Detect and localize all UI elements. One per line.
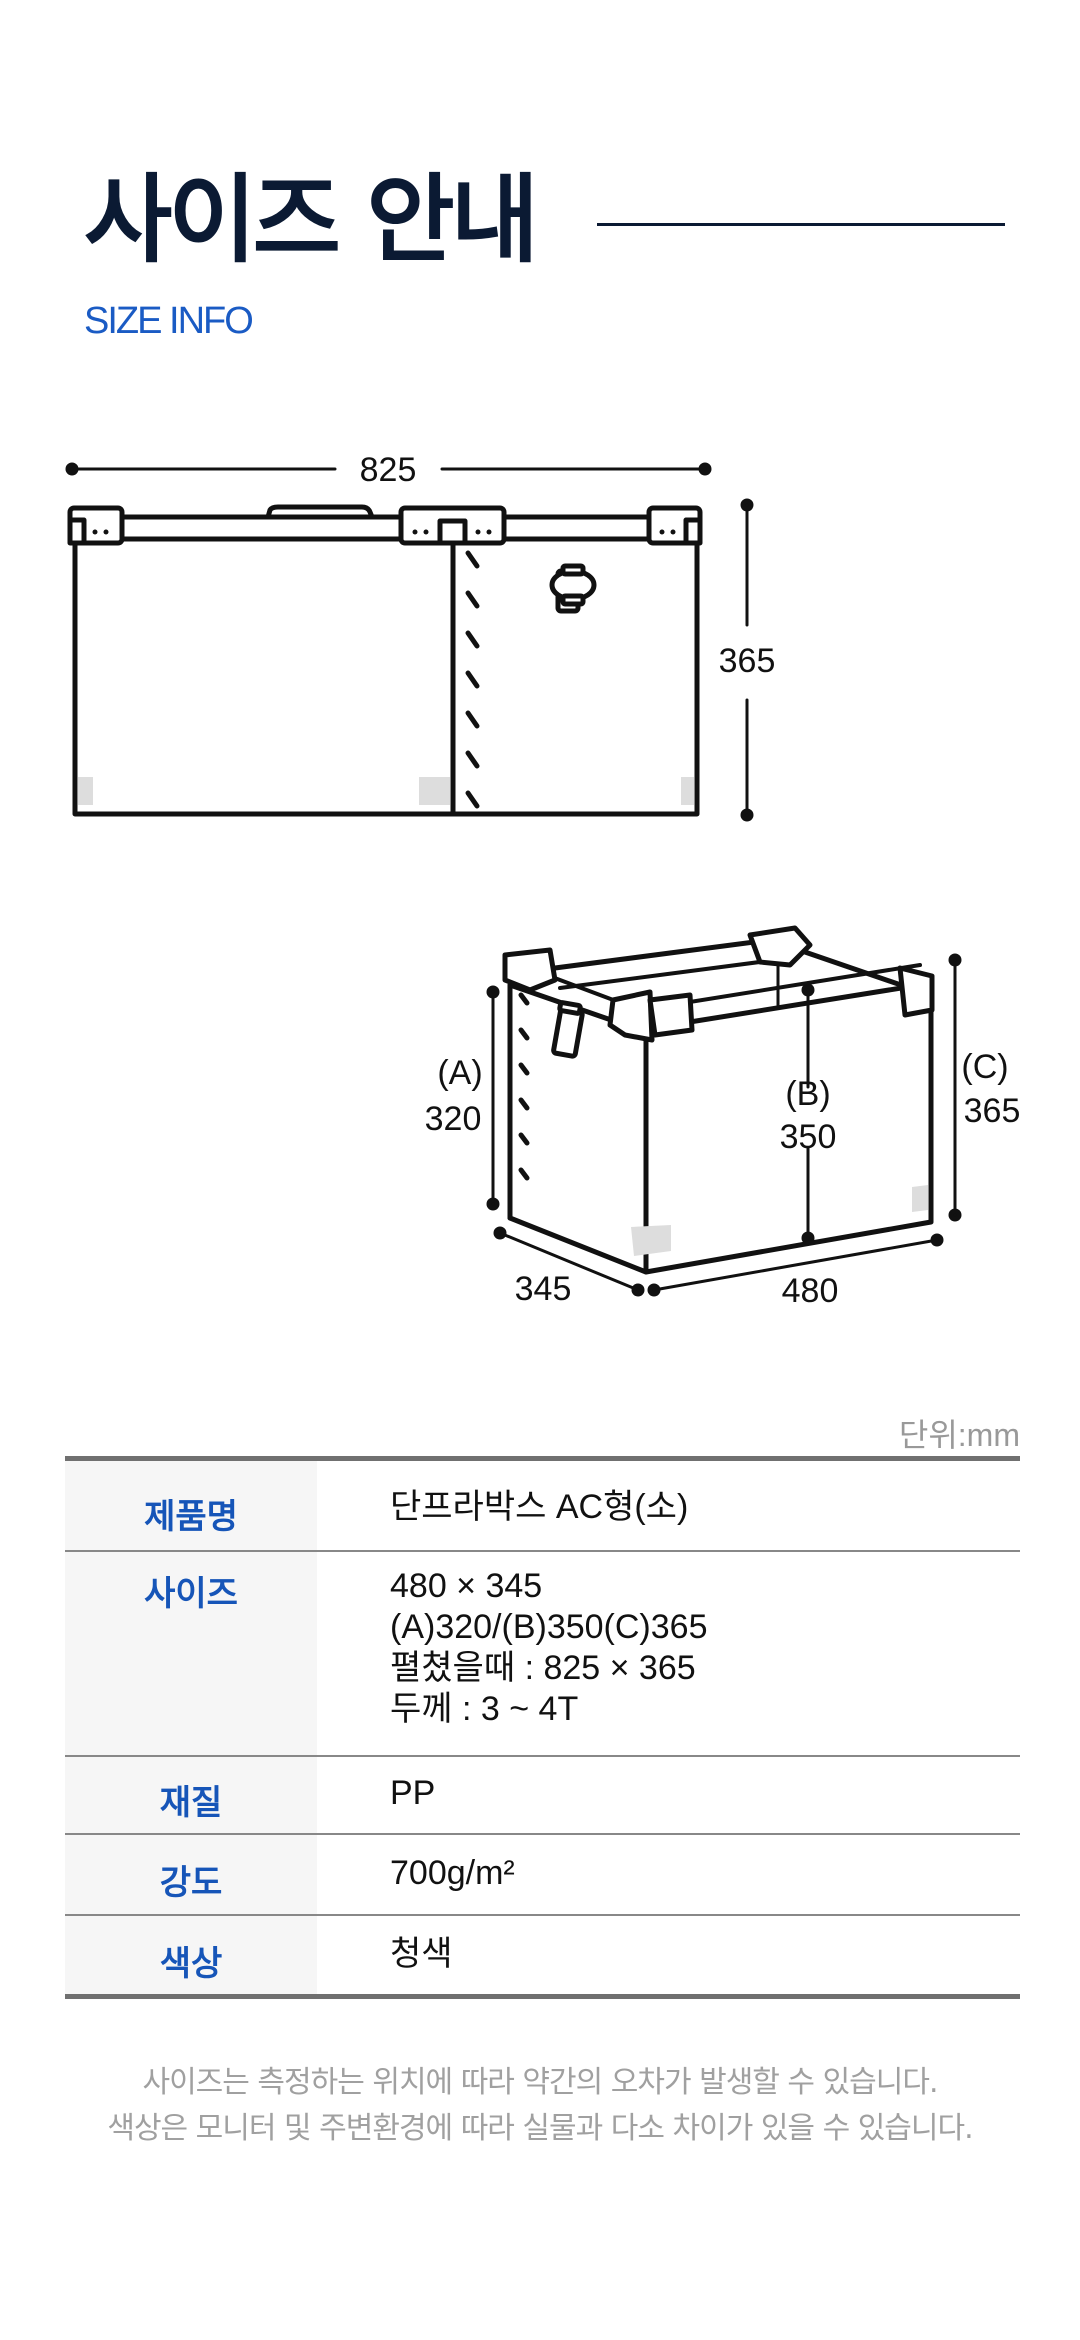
row-label: 제품명 [65,1458,317,1552]
page-title: 사이즈 안내 [84,164,539,276]
size-line-unfolded: 펼쳤을때 : 825 × 365 [390,1648,696,1687]
title-divider [597,223,1005,226]
flat-box-diagram: 825 365 [65,451,776,822]
b-dim-value: 350 [780,1118,837,1156]
row-value: 청색 [390,1934,453,1973]
size-line-thickness: 두께 : 3 ~ 4T [390,1689,579,1728]
row-label: 강도 [65,1833,317,1916]
size-line-dims: 480 × 345 [390,1566,543,1605]
box-3d-diagram: (A) 320 (B) 350 (C) 365 345 480 [425,925,1021,1310]
a-dim-label: (A) [437,1054,482,1092]
table-row: 사이즈 480 × 345 (A)320/(B)350(C)365 펼쳤을때 :… [65,1550,1020,1757]
flat-height-label: 365 [719,642,776,680]
c-dim-label: (C) [961,1048,1008,1086]
row-value: PP [317,1755,1020,1835]
flat-width-label: 825 [360,451,417,489]
table-row: 색상 청색 [65,1914,1020,1997]
unit-label: 단위:mm [898,1417,1020,1453]
table-row: 제품명 단프라박스 AC형(소) [65,1458,1020,1552]
c-dim-value: 365 [964,1092,1021,1130]
row-label: 재질 [65,1755,317,1835]
table-row: 재질 PP [65,1755,1020,1835]
depth-dim-value: 345 [515,1270,572,1308]
table-row: 강도 700g/m² [65,1833,1020,1916]
b-dim-label: (B) [785,1075,830,1113]
page-subtitle: SIZE INFO [84,300,254,342]
note-color-difference: 색상은 모니터 및 주변환경에 따라 실물과 다소 차이가 있을 수 있습니다. [107,2111,973,2146]
row-label: 색상 [65,1914,317,1997]
row-value: 700g/m² [317,1833,1020,1916]
disclaimer-notes: 사이즈는 측정하는 위치에 따라 약간의 오차가 발생할 수 있습니다. 색상은… [0,2060,1080,2152]
a-dim-value: 320 [425,1100,482,1138]
width-dim-value: 480 [782,1272,839,1310]
row-value: 단프라박스 AC형(소) [317,1458,1020,1552]
row-label: 사이즈 [65,1550,317,1757]
size-line-heights: (A)320/(B)350(C)365 [390,1607,708,1646]
spec-table: 제품명 단프라박스 AC형(소) 사이즈 480 × 345 (A)320/(B… [65,1456,1020,1999]
note-size-tolerance: 사이즈는 측정하는 위치에 따라 약간의 오차가 발생할 수 있습니다. [142,2065,938,2100]
